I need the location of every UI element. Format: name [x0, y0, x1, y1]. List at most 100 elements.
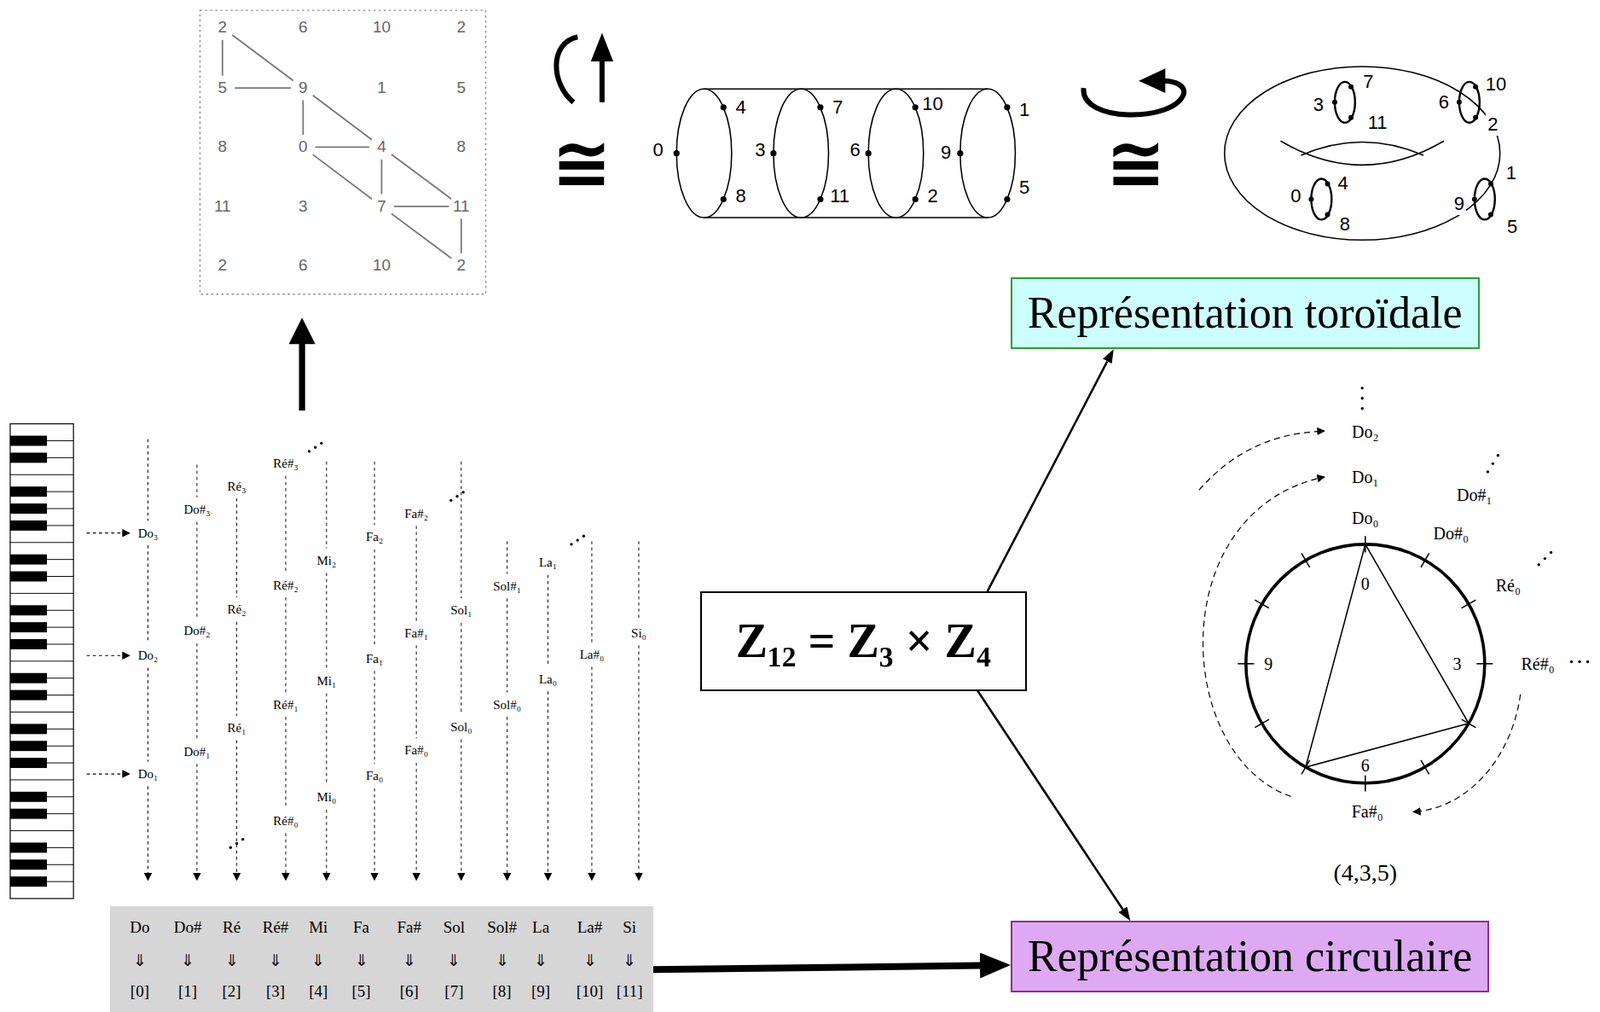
torus-hole — [1281, 140, 1444, 165]
pitch-dot — [1488, 181, 1494, 187]
pitch-dot — [865, 150, 872, 157]
circle-label: 3 — [1451, 653, 1464, 673]
pitch-index: [5] — [351, 981, 371, 998]
ellipsis-dot — [313, 446, 317, 449]
octave-line — [285, 832, 287, 880]
torus-ring — [1310, 179, 1332, 221]
octave-line — [147, 439, 149, 522]
rotation-arrow — [556, 36, 578, 103]
octave-line — [506, 540, 508, 574]
cylinder-ring — [676, 88, 732, 218]
ellipsis-dot — [1543, 556, 1547, 560]
connector-arrow — [977, 690, 1123, 910]
note-name: Si — [622, 918, 637, 935]
note-name: Do# — [173, 918, 203, 935]
black-key — [10, 689, 47, 701]
white-key-edge — [10, 711, 74, 713]
pitch-number: 6 — [296, 17, 310, 37]
octave-line — [374, 670, 376, 764]
note-name: Ré# — [262, 918, 290, 935]
pitch-number: 8 — [454, 137, 468, 157]
white-key-edge — [10, 778, 74, 780]
ellipsis-dot — [1491, 462, 1495, 465]
pitch-dot — [1348, 115, 1354, 121]
note-name: La₁ — [537, 555, 559, 570]
octave-line — [147, 785, 149, 880]
note-name: Do₂ — [136, 648, 161, 663]
octave-line — [236, 740, 238, 881]
pitch-number: 7 — [830, 96, 845, 119]
octave-line — [196, 643, 198, 739]
octave-line — [325, 809, 327, 881]
map-arrow: ⇓ — [268, 950, 283, 968]
tonnetz-edge — [221, 40, 224, 76]
black-key — [10, 841, 47, 853]
pitch-number: 1 — [375, 78, 389, 98]
pitch-dot — [1488, 211, 1494, 217]
black-key — [10, 452, 47, 463]
pitch-circle — [1246, 544, 1485, 783]
rotation-arrow-head — [1138, 68, 1166, 93]
octave-line — [637, 644, 639, 880]
circle-label: Do₁ — [1350, 466, 1380, 487]
pitch-number: 11 — [1366, 111, 1390, 134]
note-name: Ré#₁ — [271, 696, 300, 712]
note-name: Mi₀ — [314, 789, 338, 805]
pitch-dot — [1348, 84, 1354, 90]
pitch-index: [6] — [400, 981, 419, 998]
circle-label: Ré₀ — [1494, 574, 1523, 595]
pitch-dot — [1325, 181, 1331, 187]
pitch-number: 3 — [296, 197, 310, 216]
note-name: Si₀ — [629, 625, 649, 640]
black-key — [10, 757, 47, 768]
pitch-number: 9 — [1452, 192, 1467, 215]
tonnetz-edge — [313, 154, 372, 199]
octave-line — [416, 525, 418, 621]
ellipsis-dot — [1486, 469, 1490, 473]
map-arrow: ⇓ — [225, 950, 239, 968]
pitch-number: 10 — [920, 92, 945, 116]
octave-line — [325, 461, 327, 549]
pitch-index: [9] — [531, 981, 551, 998]
note-name: Ré#₃ — [271, 456, 300, 471]
note-name: La — [532, 918, 550, 935]
connector-arrow — [987, 360, 1108, 592]
pitch-number: 6 — [1437, 91, 1451, 114]
rotation-arrow — [599, 59, 605, 103]
octave-pointer — [86, 655, 130, 656]
title-box: Représentation circulaire — [1010, 920, 1490, 992]
octave-line — [416, 644, 418, 738]
box-text: Z₁₂ = Z₃ × Z₄ — [736, 613, 992, 668]
white-key-edge — [10, 829, 74, 831]
pitch-number: 5 — [1505, 215, 1519, 238]
pitch-number: 6 — [296, 255, 310, 275]
black-key — [10, 435, 47, 447]
note-name: Do₃ — [136, 525, 161, 540]
title-box: Représentation toroïdale — [1010, 277, 1480, 349]
note-name: Ré₂ — [226, 602, 249, 617]
ellipsis-dot — [1361, 396, 1364, 400]
pitch-number: 11 — [212, 197, 233, 216]
note-name: Ré₁ — [226, 720, 249, 736]
octave-spiral — [1203, 476, 1325, 796]
circle-label: Ré#₀ — [1518, 653, 1556, 673]
black-key — [10, 672, 47, 684]
pitch-dot — [956, 150, 963, 157]
torus-ring — [1474, 179, 1496, 221]
pitch-number: 4 — [375, 137, 389, 157]
ellipsis-dot — [1549, 550, 1553, 554]
octave-spiral — [1413, 694, 1521, 812]
chord-triangle — [1305, 544, 1469, 767]
pitch-dot — [817, 196, 824, 203]
octave-line — [285, 716, 287, 809]
pitch-dot — [1003, 104, 1010, 111]
circle-tick — [1254, 599, 1270, 609]
note-name: La₀ — [537, 671, 559, 686]
cylinder-ring — [773, 88, 829, 218]
pitch-index: [3] — [266, 981, 285, 998]
note-name: Ré — [222, 918, 241, 935]
pitch-number: 7 — [1361, 70, 1375, 93]
pitch-number: 11 — [451, 197, 472, 216]
octave-line — [236, 498, 238, 598]
